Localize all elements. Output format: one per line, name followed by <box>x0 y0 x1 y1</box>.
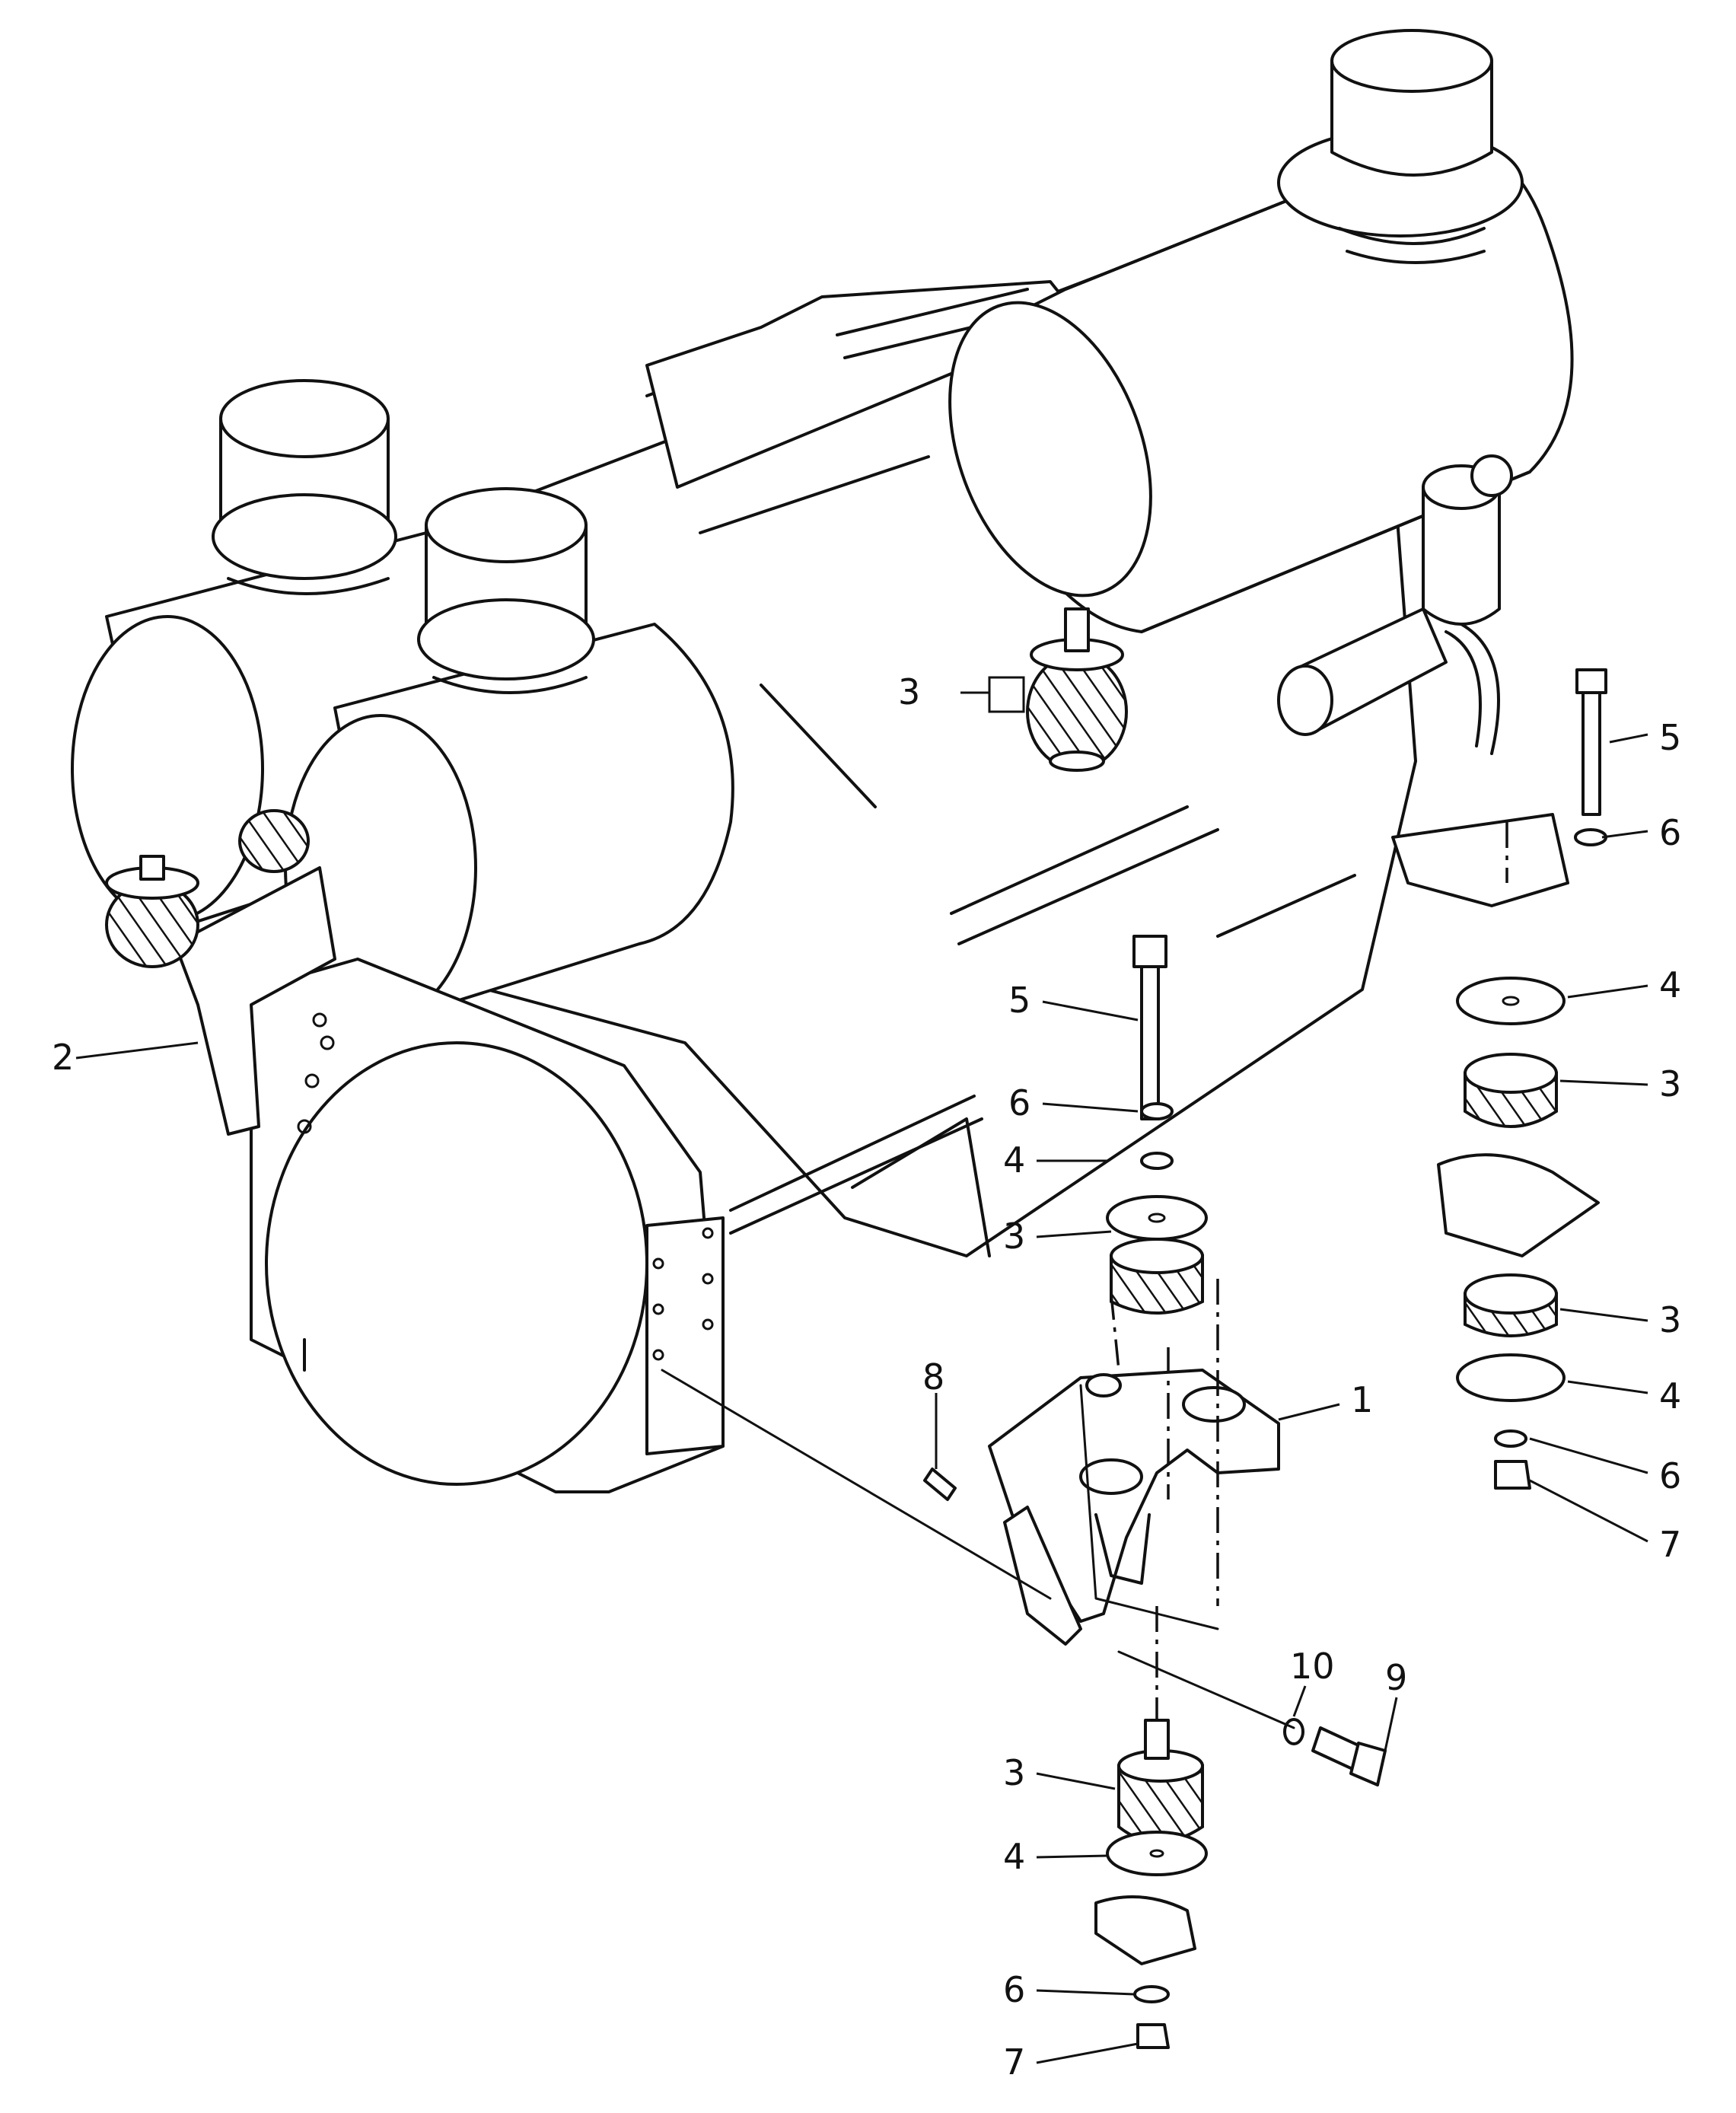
callout-4-mid: 4 <box>1003 1139 1025 1181</box>
callout-9: 9 <box>1385 1657 1407 1698</box>
callout-7-bottom: 7 <box>1003 2041 1025 2083</box>
callout-3-mid: 3 <box>1003 1216 1025 1257</box>
callout-4-right-a: 4 <box>1659 964 1681 1006</box>
callout-3-right-b: 3 <box>1659 1299 1681 1340</box>
callout-1: 1 <box>1351 1379 1373 1420</box>
front-support-bracket <box>988 1369 1280 1646</box>
callout-6-right: 6 <box>1659 812 1681 853</box>
muffler-right <box>948 29 1574 755</box>
callout-labels: 3 5 6 4 3 3 4 6 7 2 5 6 4 3 8 1 10 9 3 4… <box>52 671 1681 2083</box>
front-mount-bracket-left <box>105 809 336 1136</box>
alignment-lines <box>661 822 1508 1729</box>
callout-6-bottom: 6 <box>1003 1969 1025 2010</box>
callout-3-upper: 3 <box>898 671 920 712</box>
callout-4-right-b: 4 <box>1659 1375 1681 1417</box>
flywheel-housing <box>250 958 725 1493</box>
center-mount-stack <box>1106 935 1208 1315</box>
rubber-mount-upper <box>1026 607 1128 772</box>
callout-2: 2 <box>52 1037 74 1078</box>
callout-3-right-a: 3 <box>1659 1063 1681 1104</box>
callout-6-right-b: 6 <box>1659 1455 1681 1496</box>
right-mount-stack <box>1391 668 1607 1490</box>
pin-and-bolt <box>923 1468 1387 1786</box>
callout-4-bottom: 4 <box>1003 1836 1025 1877</box>
callout-leaders <box>75 676 1648 2064</box>
callout-6-mid: 6 <box>1008 1082 1030 1123</box>
callout-10: 10 <box>1290 1646 1335 1687</box>
callout-5-mid: 5 <box>1008 980 1030 1021</box>
callout-5-right: 5 <box>1659 717 1681 758</box>
callout-8: 8 <box>922 1356 944 1398</box>
callout-3-bottom: 3 <box>1003 1752 1025 1793</box>
callout-7-right: 7 <box>1659 1524 1681 1565</box>
bottom-mount-stack <box>1094 1719 1208 2049</box>
